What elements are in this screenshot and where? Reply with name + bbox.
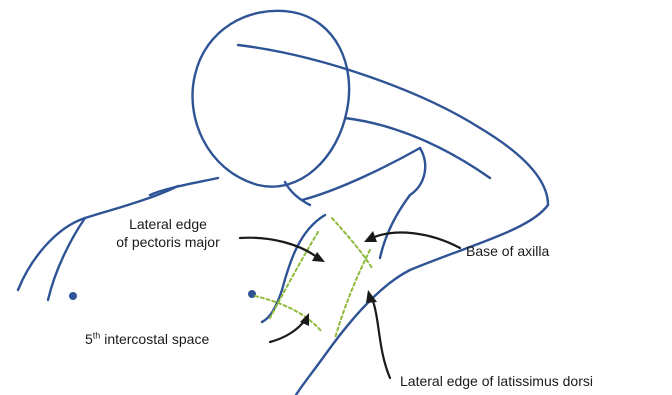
intercostal-arrow (270, 320, 305, 342)
pectoralis-major-label: Lateral edge of pectoris major (98, 215, 238, 251)
fifth-intercostal-line (255, 296, 322, 332)
intercostal-text: intercostal space (100, 331, 209, 347)
upper-arm-lower-edge (345, 118, 490, 178)
right-neck-outline (285, 182, 310, 205)
intercostal-number: 5 (85, 331, 93, 347)
clavicle-line (302, 148, 420, 200)
pectoralis-arrowhead (312, 252, 325, 262)
latissimus-dorsi-border (335, 250, 370, 338)
shoulder-contour (410, 148, 425, 195)
pectoralis-label-line1: Lateral edge (98, 215, 238, 233)
intercostal-space-label: 5th intercostal space (85, 330, 209, 348)
latissimus-arrow (372, 298, 390, 378)
axilla-fold (380, 195, 410, 258)
head-outline (193, 11, 350, 187)
axilla-base-label: Base of axilla (466, 242, 549, 260)
axilla-base-line (332, 218, 372, 268)
pectoralis-arrow (240, 238, 318, 258)
latissimus-dorsi-label: Lateral edge of latissimus dorsi (400, 372, 593, 390)
pectoralis-label-line2: of pectoris major (98, 233, 238, 251)
left-chest-line (48, 218, 85, 300)
pectoral-contour (262, 215, 325, 322)
left-nipple (69, 292, 77, 300)
